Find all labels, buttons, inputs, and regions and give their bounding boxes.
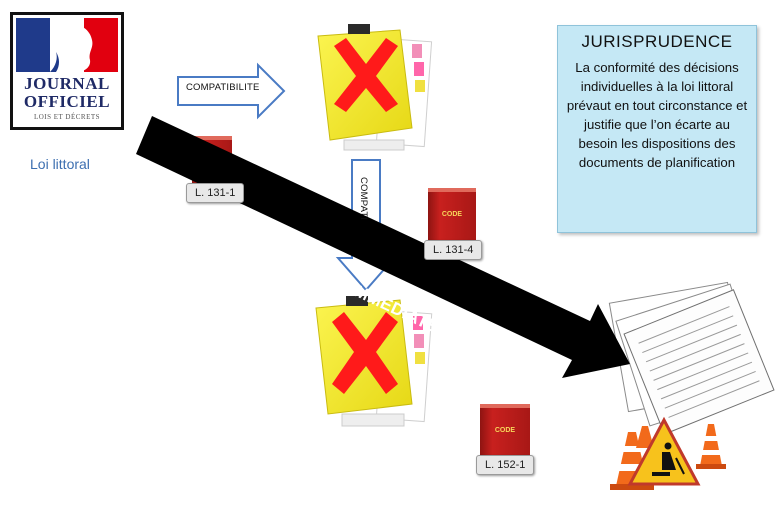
code-book-l131-4: CODE xyxy=(428,188,476,250)
conformite-immediate-arrow xyxy=(136,116,630,378)
marianne-flag-icon xyxy=(16,18,118,72)
code-ref-label: L. 152-1 xyxy=(476,455,535,475)
code-book-title: CODE xyxy=(442,211,463,218)
loi-littoral-label: Loi littoral xyxy=(30,156,90,172)
jurisprudence-title: JURISPRUDENCE xyxy=(581,32,733,51)
cross-icon-top xyxy=(334,38,398,112)
journal-officiel-logo: JOURNAL OFFICIEL LOIS ET DÉCRETS xyxy=(10,12,124,130)
compatibilite-label-horizontal: COMPATIBILITE xyxy=(186,82,260,93)
compatibilite-label-vertical: COMPATI xyxy=(358,177,369,221)
code-ref-label: L. 131-1 xyxy=(186,183,245,203)
code-ref-label: L. 131-4 xyxy=(424,240,483,260)
jurisprudence-box: JURISPRUDENCE La conformité des décision… xyxy=(557,25,757,233)
logo-line-officiel: OFFICIEL xyxy=(23,92,111,111)
individual-decision-documents xyxy=(608,281,775,435)
jurisprudence-text: La conformité des décisions individuelle… xyxy=(566,60,748,170)
cross-icon-bottom xyxy=(332,312,398,394)
code-book-title: CODE xyxy=(495,427,516,434)
compatibilite-arrow-horizontal xyxy=(177,62,286,120)
logo-line-lois-decrets: LOIS ET DÉCRETS xyxy=(33,113,101,121)
logo-line-journal: JOURNAL xyxy=(24,74,110,93)
construction-site-icon xyxy=(610,416,726,490)
